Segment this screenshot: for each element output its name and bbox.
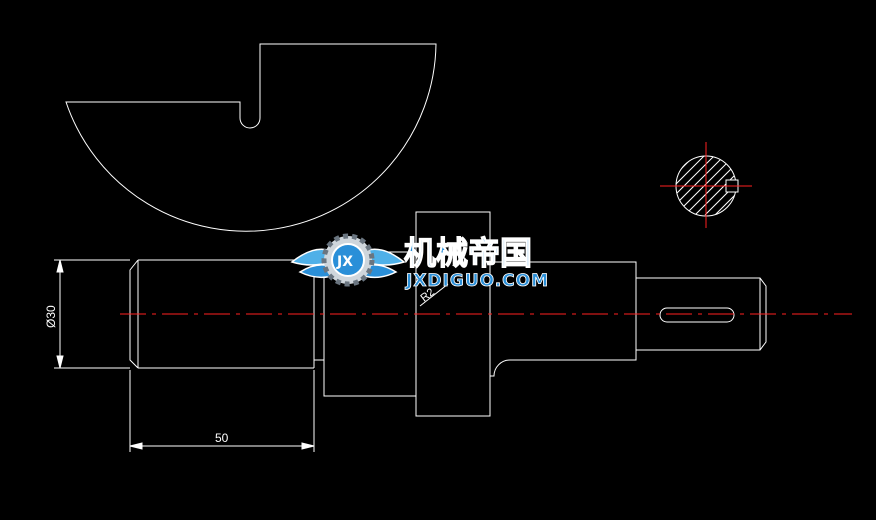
watermark-logo: JX	[290, 233, 406, 287]
length-dimension	[129, 370, 315, 452]
watermark-logo-letters: JX	[336, 254, 353, 270]
length-dimension-label: 50	[215, 431, 229, 445]
top-plate-view	[65, 43, 437, 232]
diameter-dimension-label: Ø30	[44, 305, 58, 328]
watermark-title: 机械帝国	[404, 234, 532, 272]
diameter-dimension	[54, 259, 130, 369]
watermark-site: JXDIGUO.COM	[405, 271, 549, 291]
fillet-leader	[419, 283, 449, 307]
keyway-section-view	[660, 142, 752, 228]
